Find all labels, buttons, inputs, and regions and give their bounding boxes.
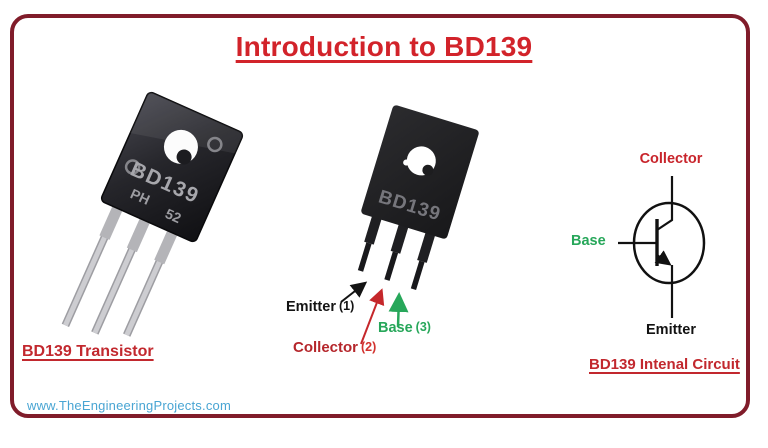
left-chip-marking-52: 52 bbox=[163, 205, 184, 226]
left-ring-mark bbox=[124, 159, 141, 175]
pin-label-emitter-name: Emitter bbox=[286, 299, 336, 315]
npn-circuit-symbol bbox=[618, 176, 706, 318]
base-pin-arrow bbox=[388, 292, 409, 328]
left-chip-marking-ph: PH bbox=[128, 185, 152, 208]
pin-label-base-number: (3) bbox=[415, 320, 431, 334]
symbol-label-base: Base bbox=[571, 233, 606, 249]
left-hole-shadow bbox=[176, 149, 192, 165]
emitter-pin-arrow bbox=[340, 281, 368, 303]
left-ring-mark bbox=[207, 136, 223, 153]
pin-label-base: Base(3) bbox=[378, 320, 431, 336]
left-photo-caption: BD139 Transistor bbox=[22, 343, 154, 360]
pin-label-collector-name: Collector bbox=[293, 339, 359, 356]
figure-border bbox=[10, 14, 750, 418]
left-package-legs bbox=[61, 202, 179, 337]
watermark-url: www.TheEngineeringProjects.com bbox=[27, 398, 231, 413]
page-title: Introduction to BD139 bbox=[235, 31, 533, 62]
emitter-arrow bbox=[654, 250, 672, 266]
pin-label-collector-number: (2) bbox=[361, 340, 377, 354]
bd139-photo-middle: BD139 bbox=[357, 105, 479, 291]
left-package-body bbox=[100, 91, 244, 243]
collector-pin-arrow bbox=[360, 288, 385, 345]
pin-label-base-name: Base bbox=[378, 320, 413, 336]
middle-hole-notch bbox=[403, 159, 410, 166]
collector-lead bbox=[656, 176, 674, 231]
pin-label-emitter-number: (1) bbox=[338, 299, 355, 313]
bd139-photo-left: BD139 PH 52 bbox=[61, 91, 244, 337]
symbol-label-emitter: Emitter bbox=[646, 322, 696, 338]
middle-hole-shadow bbox=[422, 164, 434, 176]
circuit-caption: BD139 Intenal Circuit bbox=[589, 356, 740, 373]
pin-label-collector: Collector(2) bbox=[293, 339, 376, 356]
pin-label-emitter: Emitter(1) bbox=[286, 299, 354, 315]
middle-package-legs bbox=[357, 214, 436, 291]
symbol-label-collector: Collector bbox=[639, 151, 703, 167]
